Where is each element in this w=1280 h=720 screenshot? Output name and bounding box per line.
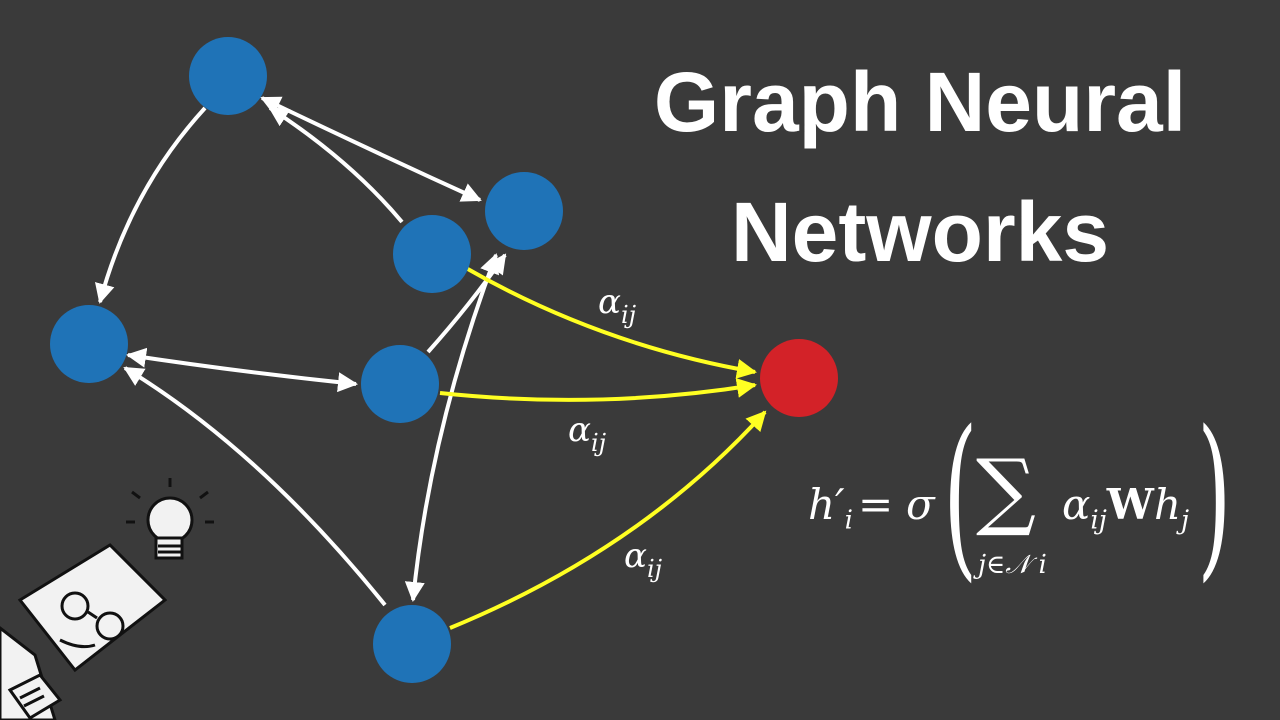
formula-lhs: h′i <box>808 480 853 536</box>
formula-sigma: σ <box>906 480 935 529</box>
attention-edge-1 <box>465 266 757 379</box>
edge-midright-to-top <box>268 106 404 224</box>
formula-left-paren: ( <box>943 393 978 598</box>
formula-sum-index: j∈𝒩 i <box>978 550 1047 580</box>
node-middle-right <box>393 215 471 293</box>
node-top <box>189 37 267 115</box>
node-right-upper <box>485 172 563 250</box>
attention-edge-3 <box>449 410 767 630</box>
formula-right-paren: ) <box>1197 393 1232 598</box>
formula-sum: ∑ <box>976 441 1036 539</box>
lightbulb-icon <box>126 478 214 560</box>
node-bottom <box>373 605 451 683</box>
title-line-1: Graph Neural <box>653 55 1187 149</box>
edge-rightupper-to-bottom <box>404 253 500 602</box>
edge-top-to-rightupper <box>260 96 482 202</box>
attention-edge-2 <box>439 377 757 402</box>
professor-mascot-icon <box>0 478 214 720</box>
edge-label-3: αij <box>624 536 663 583</box>
edge-bottom-to-left <box>123 366 387 607</box>
formula-term: αijWhj <box>1062 480 1190 536</box>
edge-label-1: αij <box>598 282 637 329</box>
node-middle <box>361 345 439 423</box>
title-line-2: Networks <box>730 185 1110 279</box>
target-node <box>760 339 838 417</box>
edge-top-to-left <box>95 106 207 304</box>
gnn-update-formula: h′i = σ ( ∑ j∈𝒩 i αijWhj ) <box>808 408 1232 608</box>
edge-label-2: αij <box>568 410 607 457</box>
edge-left-to-middle <box>126 347 358 393</box>
formula-equals: = <box>858 480 894 529</box>
node-left <box>50 305 128 383</box>
